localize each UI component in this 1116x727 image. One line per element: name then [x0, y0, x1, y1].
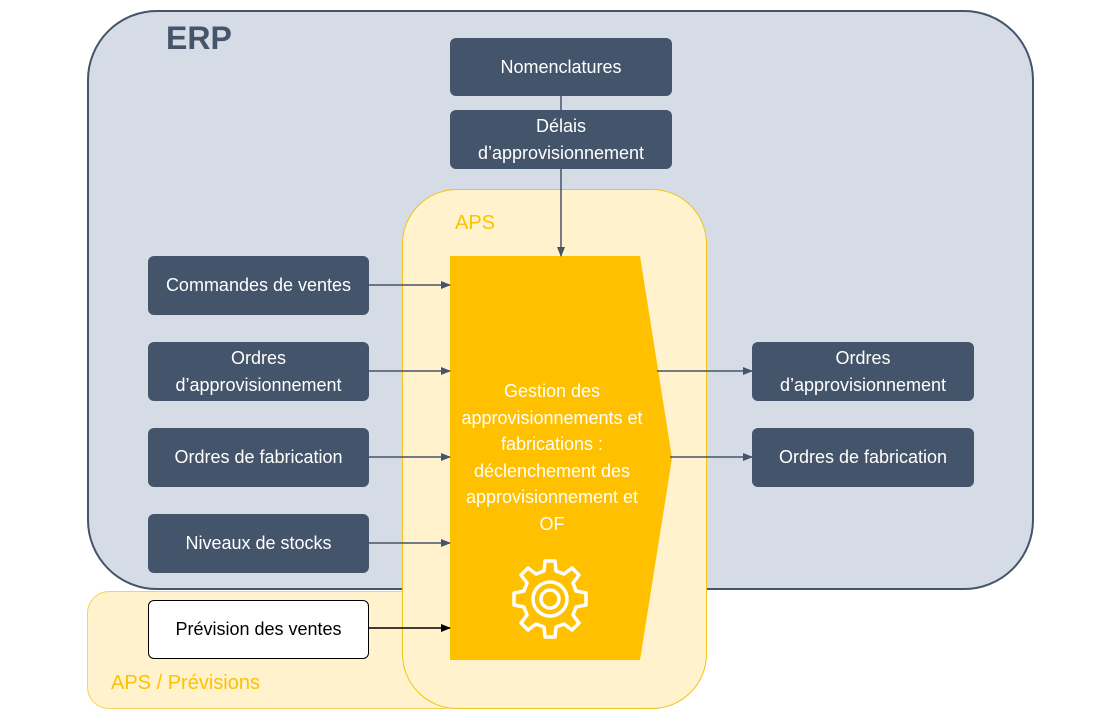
ordres-approvisionnement-output-box: Ordres d’approvisionnement — [752, 342, 974, 401]
commandes-de-ventes-box: Commandes de ventes — [148, 256, 369, 315]
delais-approvisionnement-box: Délais d’approvisionnement — [450, 110, 672, 169]
niveaux-de-stocks-box: Niveaux de stocks — [148, 514, 369, 573]
gear-icon — [512, 559, 588, 639]
process-shape — [450, 256, 672, 660]
ordres-approvisionnement-input-box: Ordres d’approvisionnement — [148, 342, 369, 401]
erp-label: ERP — [166, 20, 232, 56]
nomenclatures-box: Nomenclatures — [450, 38, 672, 96]
aps-previsions-label: APS / Prévisions — [111, 672, 260, 694]
aps-label: APS — [455, 212, 496, 234]
ordres-fabrication-input-box: Ordres de fabrication — [148, 428, 369, 487]
process-label: Gestion des approvisionnements et fabric… — [461, 381, 643, 534]
ordres-fabrication-output-box: Ordres de fabrication — [752, 428, 974, 487]
prevision-des-ventes-box: Prévision des ventes — [148, 600, 369, 659]
